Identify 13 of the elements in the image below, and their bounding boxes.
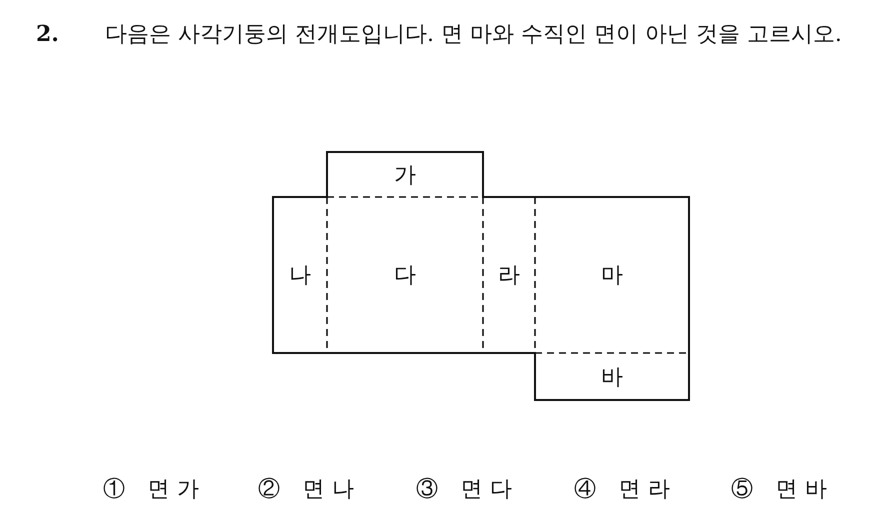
face-label: 마: [601, 262, 623, 290]
answer-choice: ⑤ 면바: [731, 476, 835, 504]
face-label: 나: [289, 262, 311, 290]
answer-choice: ② 면나: [258, 476, 362, 504]
face-label: 라: [498, 262, 520, 290]
question-text: 다음은 사각기둥의 전개도입니다. 면 마와 수직인 면이 아닌 것을 고르시오.: [105, 21, 843, 49]
answer-choice: ① 면가: [103, 476, 207, 504]
answer-choice: ③ 면다: [416, 476, 520, 504]
face-label: 바: [601, 364, 623, 392]
face-label: 다: [394, 262, 416, 290]
question-number: 2.: [36, 20, 60, 49]
face-label: 가: [394, 162, 416, 190]
answer-choice: ④ 면라: [574, 476, 678, 504]
